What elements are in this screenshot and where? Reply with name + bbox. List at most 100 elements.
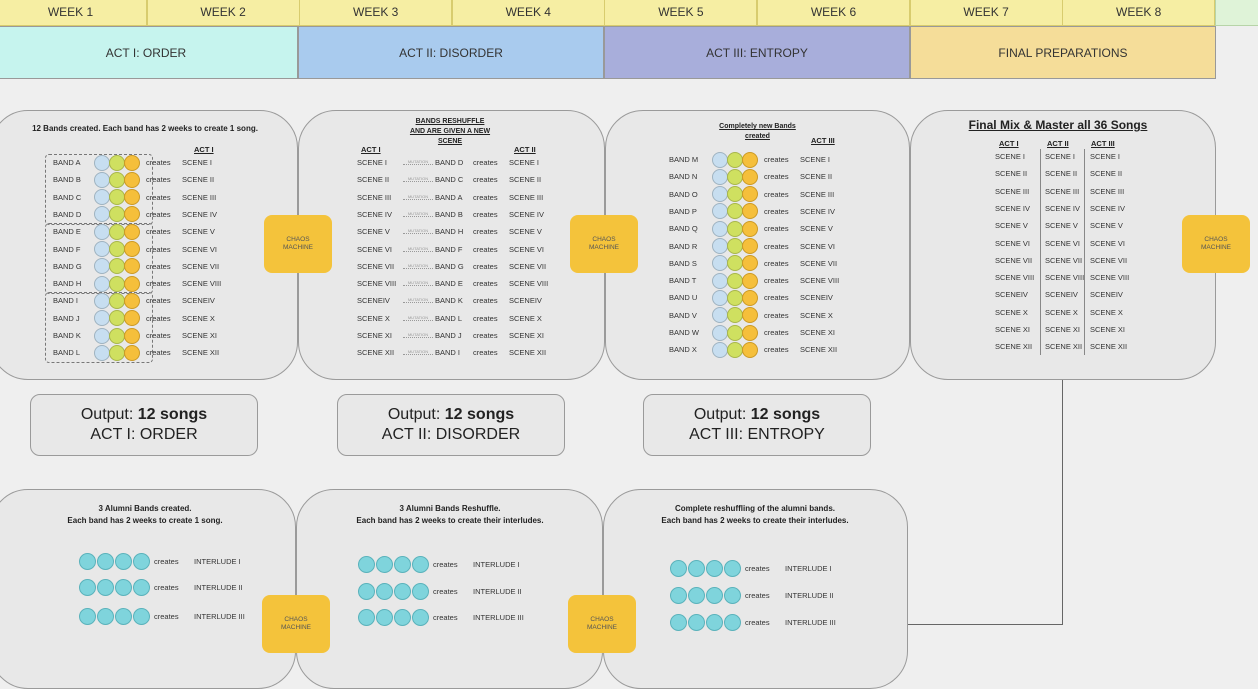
band-name: BAND G [435, 261, 464, 271]
band-name: BAND F [435, 244, 463, 254]
scene-label-act3: SCENE XII [1090, 342, 1128, 352]
output-act2-label: ACT II: DISORDER [381, 426, 521, 443]
band-name: BAND L [435, 313, 463, 323]
scene-label-act2: SCENE VI [509, 244, 545, 254]
output-act1-count: 12 songs [137, 406, 208, 423]
band-circle-2 [109, 241, 125, 257]
band-circle-3 [124, 171, 140, 188]
scene-label-act2: SCENE VII [1045, 255, 1083, 265]
week-header-7: WEEK 7 [909, 0, 1063, 26]
band-circle-1 [94, 223, 110, 240]
scene-label: SCENE VIII [800, 276, 840, 286]
output-act3-label: ACT III: ENTROPY [689, 426, 825, 443]
alumni-band-circle-1 [670, 559, 687, 577]
alumni3-title: Complete reshuffling of the alumni bands… [625, 503, 885, 527]
band-circle-1 [94, 206, 110, 223]
alumni1-title-line1: 3 Alumni Bands created. [98, 504, 192, 513]
panel2-title-line3: SCENE [437, 138, 463, 145]
creates-label: creates [764, 310, 789, 320]
panel3-title-line2: created [745, 133, 770, 140]
band-circle-3 [742, 324, 758, 341]
scene-label-act2: SCENE VIII [509, 279, 549, 289]
alumni-band-circle-2 [376, 555, 393, 573]
creates-label: creates [764, 241, 789, 251]
alumni-band-circle-3 [706, 586, 723, 604]
band-circle-2 [727, 203, 743, 220]
alumni-band-circle-2 [688, 613, 705, 631]
alumni-band-circle-3 [115, 607, 132, 625]
scene-label: SCENE XI [182, 331, 218, 340]
chaos-machine-3-line2: MACHINE [1201, 244, 1231, 251]
band-name: BAND R [669, 241, 698, 251]
scene-label-act1: SCENE VII [357, 261, 395, 271]
band-circle-3 [124, 327, 140, 344]
band-name: BAND H [435, 227, 464, 237]
band-circle-1 [712, 307, 728, 324]
band-name: BAND E [53, 227, 81, 237]
creates-label: creates [473, 313, 498, 323]
creates-label: creates [764, 345, 789, 355]
scene-label-act1: SCENE VI [995, 238, 1031, 248]
scene-label-act2: SCENE IV [1045, 203, 1081, 213]
week-header-6: WEEK 6 [757, 0, 910, 26]
band-circle-2 [727, 307, 743, 324]
band-circle-1 [712, 151, 728, 168]
band-name: BAND E [435, 279, 463, 289]
panel2-title-line2: AND ARE GIVEN A NEW [409, 128, 491, 135]
scene-label: SCENE IV [182, 209, 218, 219]
band-name: BAND Q [669, 224, 698, 234]
scene-label-act1: SCENE XII [357, 348, 395, 358]
panel4-title: Final Mix & Master all 36 Songs [968, 118, 1148, 132]
chaos-machine-4-line2: MACHINE [281, 624, 311, 631]
scene-label-act1: SCENE III [357, 192, 392, 202]
band-name: BAND J [53, 313, 80, 323]
panel2-title: BANDS RESHUFFLE AND ARE GIVEN A NEW SCEN… [400, 117, 500, 147]
creates-label: creates [473, 261, 498, 271]
creates-label: creates [433, 559, 458, 569]
band-circle-2 [109, 154, 125, 171]
creates-label: creates [154, 582, 179, 592]
band-group-3 [45, 292, 153, 363]
chaos-machine-3-line1: CHAOS [1204, 236, 1228, 243]
band-circle-2 [109, 344, 125, 361]
alumni-band-circle-1 [358, 555, 375, 573]
band-circle-3 [742, 203, 758, 220]
chaos-machine-4-line1: CHAOS [284, 616, 308, 623]
scene-label-act1: SCENE XII [995, 342, 1033, 352]
creates-label: creates [473, 158, 498, 167]
scene-label-act2: SCENE XII [509, 348, 547, 358]
band-circle-1 [712, 255, 728, 272]
alumni-band-circle-2 [688, 586, 705, 604]
creates-label: creates [473, 175, 498, 185]
panel-final-mix [910, 110, 1216, 380]
band-circle-1 [712, 186, 728, 203]
band-circle-3 [742, 341, 758, 358]
mutation-arrow: MUTATION [403, 160, 433, 165]
scene-label-act3: SCENE VIII [1090, 273, 1130, 283]
alumni-band-circle-1 [79, 552, 96, 570]
band-circle-2 [109, 206, 125, 223]
band-circle-2 [109, 189, 125, 206]
scene-label-act2: SCENE II [509, 175, 542, 185]
scene-label-act1: SCENE VI [357, 244, 393, 254]
alumni-band-circle-4 [133, 552, 150, 570]
mutation-arrow: MUTATION [403, 211, 433, 217]
scene-label-act2: SCENE VIII [1045, 273, 1085, 283]
scene-label-act2: SCENE V [509, 227, 542, 237]
band-name: BAND K [435, 296, 463, 306]
